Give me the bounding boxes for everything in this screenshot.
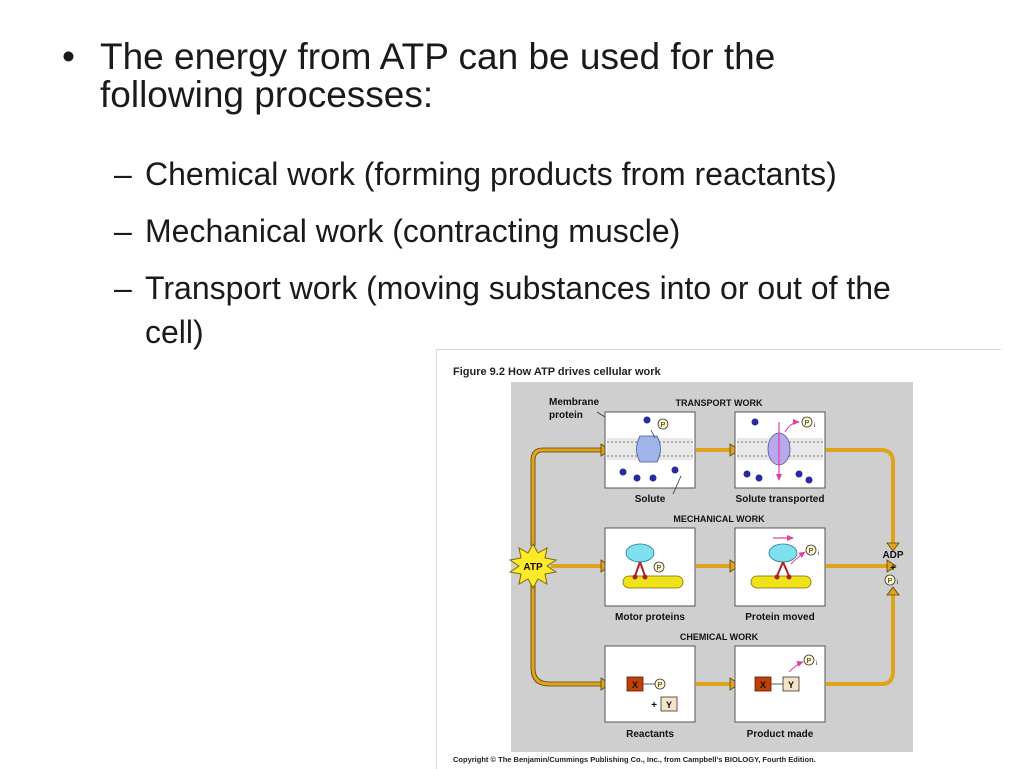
phosphate-letter: P (805, 420, 810, 427)
atp-figure: Figure 9.2 How ATP drives cellular work … (436, 349, 1001, 769)
adp-plus: + (890, 563, 896, 574)
protein-moved-label: Protein moved (745, 612, 814, 623)
phosphate-icon (884, 574, 896, 586)
x-label: X (760, 680, 766, 690)
phosphate-icon (803, 654, 815, 666)
mechanical-right-box (734, 527, 826, 607)
membrane-label-1: Membrane (549, 397, 599, 408)
reactant-plus: + (651, 700, 657, 711)
phosphate-letter: P (658, 682, 663, 689)
reactants-label: Reactants (626, 729, 674, 740)
phosphate-sub: i (816, 661, 817, 667)
flow-line-edges (530, 447, 603, 687)
phosphate-letter: P (657, 565, 662, 572)
dash-icon: – (114, 156, 132, 192)
transport-left-box (604, 411, 696, 489)
phosphate-sub: i (818, 551, 819, 557)
x-label: X (632, 680, 638, 690)
motor-protein-icon (625, 543, 655, 563)
transport-right-box (734, 411, 826, 489)
phosphate-letter: P (661, 422, 666, 429)
y-label: Y (666, 700, 672, 710)
phosphate-letter: P (888, 578, 893, 585)
bullet-dot-icon: • (62, 36, 75, 77)
sub-bullet-text: Chemical work (forming products from rea… (145, 156, 837, 192)
dash-icon: – (114, 270, 132, 306)
y-label: Y (788, 680, 794, 690)
motor-proteins-label: Motor proteins (615, 612, 685, 623)
sub-bullet-text: Mechanical work (contracting muscle) (145, 213, 681, 249)
mechanical-left-box (604, 527, 696, 607)
phosphate-icon (657, 418, 669, 430)
dash-icon: – (114, 213, 132, 249)
atp-burst-icon (508, 542, 558, 590)
phosphate-icon (801, 416, 813, 428)
atp-diagram: Figure 9.2 How ATP drives cellular work … (453, 366, 913, 764)
phosphate-icon (653, 561, 665, 573)
bullet-list: • The energy from ATP can be used for th… (0, 0, 1024, 360)
transport-heading: TRANSPORT WORK (676, 398, 763, 408)
phosphate-icon (805, 544, 817, 556)
copyright-text: Copyright © The Benjamin/Cummings Publis… (453, 755, 816, 764)
solute-label: Solute (635, 494, 666, 505)
product-y-icon (782, 676, 800, 692)
phosphate-letter: P (807, 658, 812, 665)
solute-leader-line (672, 475, 682, 495)
sub-bullet-text: Transport work (moving substances into o… (145, 270, 891, 350)
adp-label: ADP (882, 550, 903, 561)
solute-transported-label: Solute transported (736, 494, 825, 505)
mechanical-heading: MECHANICAL WORK (673, 514, 765, 524)
membrane-protein-icon (636, 435, 661, 463)
main-bullet-text: The energy from ATP can be used for the … (100, 36, 776, 115)
chemical-right-box (734, 645, 826, 723)
product-made-label: Product made (747, 729, 814, 740)
chemical-heading: CHEMICAL WORK (680, 632, 759, 642)
membrane-label-2: protein (549, 410, 583, 421)
figure-title: Figure 9.2 How ATP drives cellular work (453, 366, 662, 378)
chemical-left-box (604, 645, 696, 723)
phosphate-sub: i (897, 580, 898, 586)
flow-lines (531, 448, 895, 686)
phosphate-sub: i (814, 423, 815, 429)
actin-filament-icon (622, 575, 684, 589)
atp-label: ATP (523, 562, 543, 573)
phosphate-letter: P (809, 548, 814, 555)
reactant-y-icon (660, 696, 678, 712)
phosphate-icon (654, 678, 666, 690)
